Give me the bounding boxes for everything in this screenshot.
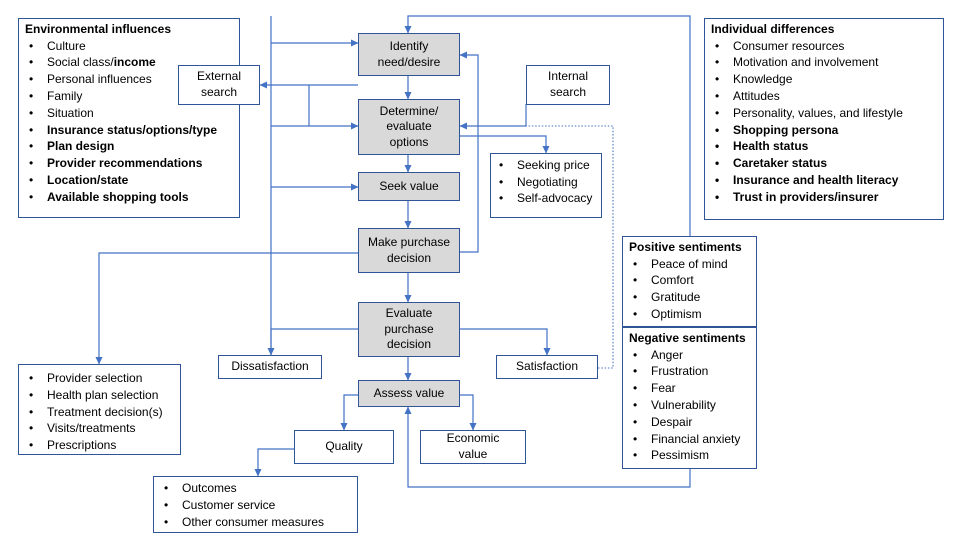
individual-differences-panel: Individual differences Consumer resource… <box>704 18 944 220</box>
influence-bold-text: Plan design <box>47 139 115 154</box>
influence-text: Social class/ <box>47 55 114 70</box>
negative-sentiment-item: Financial anxiety <box>629 431 750 448</box>
negative-sentiment-item: Fear <box>629 380 750 397</box>
negative-sentiment-item: Vulnerability <box>629 397 750 414</box>
individual-differences-list: Consumer resourcesMotivation and involve… <box>711 38 937 206</box>
positive-sentiment-item: Gratitude <box>629 289 750 306</box>
individual-difference-item: Shopping persona <box>711 122 937 139</box>
quality-measures-list: OutcomesCustomer serviceOther consumer m… <box>160 480 351 530</box>
negative-sentiments-list: AngerFrustrationFearVulnerabilityDespair… <box>629 347 750 465</box>
positive-sentiments-title: Positive sentiments <box>629 240 742 254</box>
identify-need-box: Identify need/desire <box>358 33 460 76</box>
quality-measures-panel: OutcomesCustomer serviceOther consumer m… <box>153 476 358 533</box>
purchase-decision-item: Provider selection <box>25 370 174 387</box>
seek-value-box: Seek value <box>358 172 460 201</box>
seek-actions-panel: Seeking priceNegotiatingSelf-advocacy <box>490 153 602 218</box>
purchase-decisions-panel: Provider selectionHealth plan selectionT… <box>18 364 181 455</box>
influence-bold-text: income <box>113 55 156 70</box>
individual-difference-item: Caretaker status <box>711 155 937 172</box>
purchase-decisions-list: Provider selectionHealth plan selectionT… <box>25 370 174 454</box>
environmental-influence-item: Location/state <box>25 172 233 189</box>
influence-text: Personal influences <box>47 72 152 87</box>
influence-bold-text: Insurance status/options/type <box>47 122 218 137</box>
individual-difference-item: Insurance and health literacy <box>711 172 937 189</box>
purchase-decision-item: Health plan selection <box>25 387 174 404</box>
economic-value-box: Economic value <box>420 430 526 464</box>
environmental-influences-list: CultureSocial class/incomePersonal influ… <box>25 38 233 206</box>
determine-options-box: Determine/ evaluate options <box>358 99 460 155</box>
negative-sentiment-item: Despair <box>629 414 750 431</box>
quality-measure-item: Outcomes <box>160 480 351 497</box>
external-search-box: External search <box>178 65 260 105</box>
seek-action-item: Negotiating <box>495 174 597 191</box>
negative-sentiment-item: Anger <box>629 347 750 364</box>
dissatisfaction-box: Dissatisfaction <box>218 355 322 379</box>
purchase-decision-item: Treatment decision(s) <box>25 404 174 421</box>
influence-bold-text: Location/state <box>47 172 129 187</box>
individual-difference-item: Motivation and involvement <box>711 54 937 71</box>
negative-sentiments-panel: Negative sentiments AngerFrustrationFear… <box>622 327 757 469</box>
environmental-influence-item: Plan design <box>25 138 233 155</box>
environmental-influence-item: Personal influences <box>25 71 233 88</box>
positive-sentiments-list: Peace of mindComfortGratitudeOptimism <box>629 256 750 323</box>
assess-value-box: Assess value <box>358 380 460 407</box>
seek-action-item: Self-advocacy <box>495 190 597 207</box>
quality-box: Quality <box>294 430 394 464</box>
quality-measure-item: Other consumer measures <box>160 514 351 531</box>
environmental-influence-item: Family <box>25 88 233 105</box>
influence-bold-text: Available shopping tools <box>47 189 189 204</box>
purchase-decision-item: Visits/treatments <box>25 420 174 437</box>
negative-sentiment-item: Frustration <box>629 363 750 380</box>
influence-text: Situation <box>47 105 94 120</box>
positive-sentiment-item: Comfort <box>629 272 750 289</box>
negative-sentiments-title: Negative sentiments <box>629 331 746 345</box>
make-purchase-decision-box: Make purchase decision <box>358 228 460 273</box>
positive-sentiments-panel: Positive sentiments Peace of mindComfort… <box>622 236 757 327</box>
positive-sentiment-item: Optimism <box>629 306 750 323</box>
influence-text: Family <box>47 88 83 103</box>
environmental-influence-item: Provider recommendations <box>25 155 233 172</box>
satisfaction-box: Satisfaction <box>496 355 598 379</box>
evaluate-purchase-decision-box: Evaluate purchase decision <box>358 302 460 357</box>
environmental-influence-item: Situation <box>25 105 233 122</box>
positive-sentiment-item: Peace of mind <box>629 256 750 273</box>
quality-measure-item: Customer service <box>160 497 351 514</box>
individual-differences-title: Individual differences <box>711 22 835 36</box>
internal-search-box: Internal search <box>526 65 610 105</box>
individual-difference-item: Health status <box>711 138 937 155</box>
environmental-influence-item: Culture <box>25 38 233 55</box>
purchase-decision-item: Prescriptions <box>25 437 174 454</box>
influence-bold-text: Provider recommendations <box>47 156 203 171</box>
environmental-influences-panel: Environmental influences CultureSocial c… <box>18 18 240 218</box>
environmental-influence-item: Available shopping tools <box>25 189 233 206</box>
negative-sentiment-item: Pessimism <box>629 447 750 464</box>
environmental-influences-title: Environmental influences <box>25 22 172 36</box>
individual-difference-item: Trust in providers/insurer <box>711 189 937 206</box>
individual-difference-item: Consumer resources <box>711 38 937 55</box>
individual-difference-item: Personality, values, and lifestyle <box>711 105 937 122</box>
influence-text: Culture <box>47 38 86 53</box>
environmental-influence-item: Social class/income <box>25 54 233 71</box>
environmental-influence-item: Insurance status/options/type <box>25 122 233 139</box>
individual-difference-item: Attitudes <box>711 88 937 105</box>
individual-difference-item: Knowledge <box>711 71 937 88</box>
seek-action-item: Seeking price <box>495 157 597 174</box>
seek-actions-list: Seeking priceNegotiatingSelf-advocacy <box>495 157 597 207</box>
